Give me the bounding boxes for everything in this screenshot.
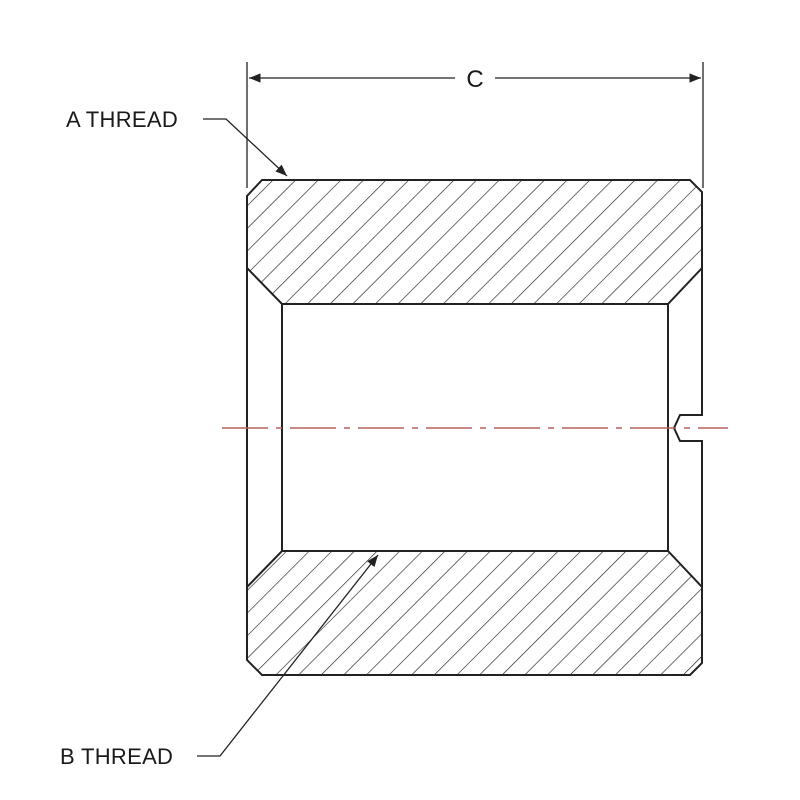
dimension-c-label: C [466, 66, 483, 93]
a-thread-leader [203, 118, 288, 177]
b-thread-label: B THREAD [60, 744, 173, 769]
b-thread-leader [197, 554, 379, 757]
a-thread-label: A THREAD [66, 107, 178, 132]
top-wall-section [246, 179, 703, 305]
bottom-wall-section [246, 550, 703, 676]
